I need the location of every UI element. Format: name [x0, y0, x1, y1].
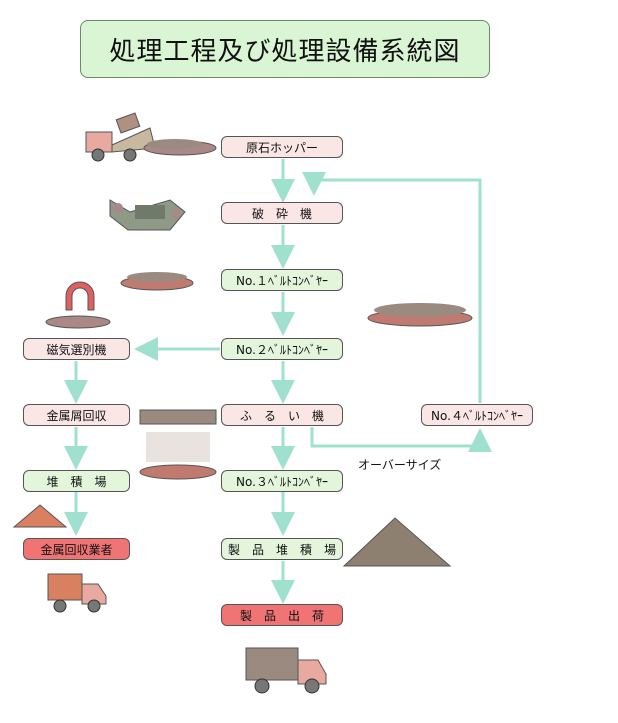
screen-box: ふ る い 機 — [221, 404, 343, 426]
arrow-conv4-crusher — [302, 172, 482, 403]
magnet-icon — [45, 281, 111, 329]
conveyor-2-box: No.２ﾍﾞﾙﾄｺﾝﾍﾞﾔｰ — [221, 338, 343, 360]
truck-icon — [47, 573, 107, 613]
conveyor-icon — [120, 272, 194, 291]
dump-truck-icon — [85, 112, 217, 162]
crusher-icon — [109, 199, 186, 231]
metal-dealer-box: 金属回収業者 — [23, 538, 130, 560]
conveyor-3-box: No.３ﾍﾞﾙﾄｺﾝﾍﾞﾔｰ — [221, 470, 343, 492]
crusher-box: 破 砕 機 — [221, 202, 343, 224]
product-shipment-box: 製 品 出 荷 — [221, 604, 343, 626]
conveyor-icon — [367, 303, 473, 327]
truck-icon — [245, 647, 327, 694]
pile-icon — [342, 517, 452, 567]
arrow-screen-conv4 — [310, 427, 492, 452]
conveyor-4-box: No.４ﾍﾞﾙﾄｺﾝﾍﾞﾔｰ — [421, 404, 533, 426]
metal-recovery-box: 金属屑回収 — [23, 404, 130, 426]
pile-icon — [12, 504, 68, 528]
diagram-title: 処理工程及び処理設備系統図 — [80, 20, 490, 78]
stockyard-box: 堆 積 場 — [23, 470, 130, 492]
conveyor-1-box: No.１ﾍﾞﾙﾄｺﾝﾍﾞﾔｰ — [221, 269, 343, 291]
screen-icon — [139, 409, 217, 480]
product-yard-box: 製 品 堆 積 場 — [221, 538, 343, 560]
magnetic-separator-box: 磁気選別機 — [23, 338, 130, 360]
oversize-label: オーバーサイズ — [358, 458, 442, 472]
raw-hopper-box: 原石ホッパー — [221, 136, 343, 158]
